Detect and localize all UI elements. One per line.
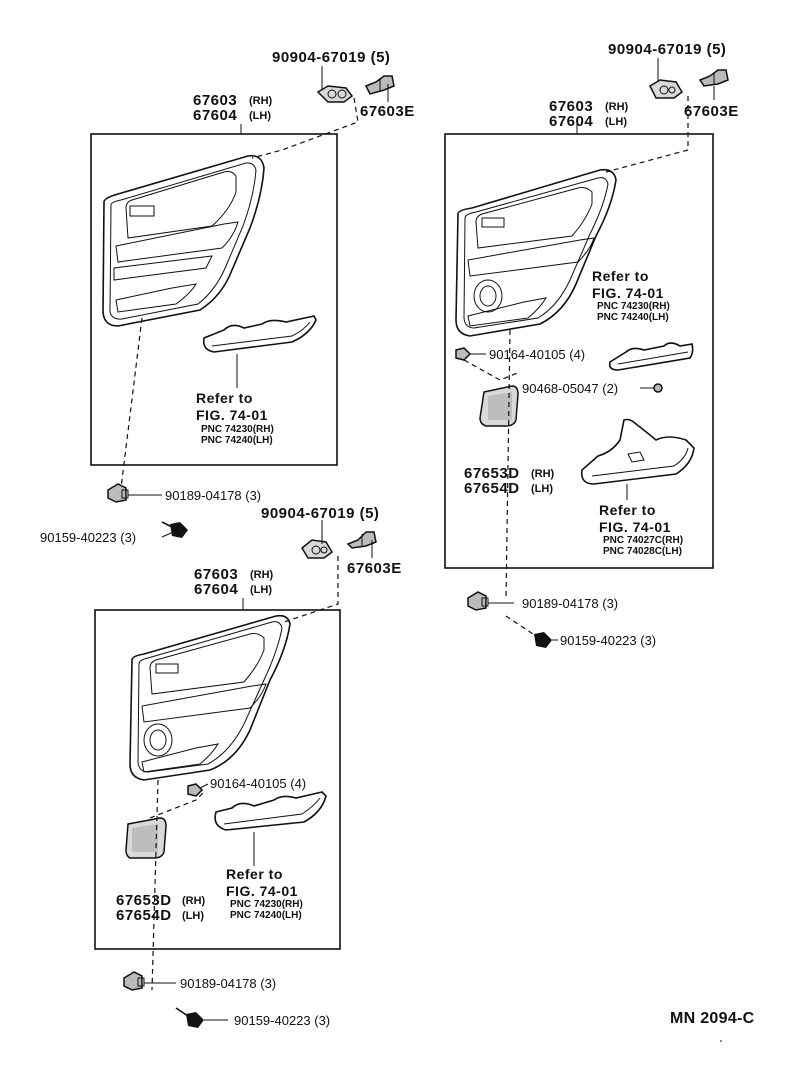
dash-right-4 xyxy=(505,615,537,637)
dash-bottom-left-2 xyxy=(151,779,159,991)
screw-90189-right xyxy=(467,591,489,611)
label-rh-top-left: (RH) xyxy=(249,95,273,107)
label-cover-rh-bottom-left: (RH) xyxy=(182,895,206,907)
dash-bottom-left-1 xyxy=(283,556,339,623)
pin-67603E-right xyxy=(698,69,729,87)
leader-90164-bottom-left xyxy=(199,783,209,789)
label-90189-right: 90189-04178 (3) xyxy=(522,596,619,611)
label-67603E-top-left: 67603E xyxy=(360,103,415,120)
label-cover-lh-right: (LH) xyxy=(531,483,553,495)
leader-90159-top-left xyxy=(161,529,179,538)
label-lh-bottom-left: (LH) xyxy=(250,584,272,596)
label-90164-bottom-left: 90164-40105 (4) xyxy=(210,776,307,791)
group-bottom-left-drawing xyxy=(94,520,377,1028)
label-90904-67019-top-left: 90904-67019 (5) xyxy=(272,49,391,66)
label-67603-right: 67603 xyxy=(549,98,594,115)
armrest-lower-right xyxy=(580,418,695,485)
label-pnc-lh-right-1: PNC 74240(LH) xyxy=(597,312,669,323)
label-fig-right-1: FIG. 74-01 xyxy=(592,285,664,301)
label-90189-bottom-left: 90189-04178 (3) xyxy=(180,976,277,991)
panel-frame-top-left xyxy=(90,133,338,466)
label-fig-bottom-left: FIG. 74-01 xyxy=(226,883,298,899)
screw-90164-bottom-left xyxy=(187,783,204,797)
label-refer-top-left: Refer to xyxy=(196,390,253,406)
label-67604-top-left: 67604 xyxy=(193,107,238,124)
label-67604-bottom-left: 67604 xyxy=(194,581,239,598)
label-67603-top-left: 67603 xyxy=(193,92,238,109)
label-pnc-lh-top-left: PNC 74240(LH) xyxy=(201,435,273,446)
dash-bottom-left-3 xyxy=(149,791,205,819)
clip-90904-right xyxy=(649,79,683,99)
label-refer-bottom-left: Refer to xyxy=(226,866,283,882)
label-67653D-right: 67653D xyxy=(464,465,520,482)
armrest-upper-right xyxy=(608,342,694,371)
label-cover-rh-right: (RH) xyxy=(531,468,555,480)
label-cover-lh-bottom-left: (LH) xyxy=(182,910,204,922)
panel-frame-right xyxy=(444,133,714,569)
label-pnc-rh-bottom-left: PNC 74230(RH) xyxy=(230,899,303,910)
label-67653D-bottom-left: 67653D xyxy=(116,892,172,909)
dash-right-1 xyxy=(605,96,689,173)
group-right-drawing xyxy=(444,58,729,648)
dash-right-2 xyxy=(505,329,511,601)
label-rh-bottom-left: (RH) xyxy=(250,569,274,581)
screw-90189-bottom-left xyxy=(123,971,145,991)
dash-top-left-1 xyxy=(251,97,359,159)
screw-90164-right xyxy=(455,347,472,361)
diagram-code: MN 2094-C xyxy=(670,1010,755,1027)
screw-90159-bottom-left xyxy=(175,1007,204,1028)
screw-90159-top-left xyxy=(161,521,188,538)
pin-67603E-top-left xyxy=(364,75,395,95)
clip-90904-bottom-left xyxy=(301,539,333,559)
screw-90159-right xyxy=(534,632,552,648)
nut-90468-right xyxy=(653,383,663,393)
label-pnc-rh-right-2: PNC 74027C(RH) xyxy=(603,535,684,546)
dash-right-3 xyxy=(463,359,521,381)
door-trim-panel-bottom-left xyxy=(129,614,291,781)
panel-frame-bottom-left xyxy=(94,609,341,950)
cover-67653D-right xyxy=(479,385,519,427)
label-67603E-bottom-left: 67603E xyxy=(347,560,402,577)
label-90164-right: 90164-40105 (4) xyxy=(489,347,586,362)
clip-90904-top-left xyxy=(316,85,354,103)
label-67654D-right: 67654D xyxy=(464,480,520,497)
label-90468-right: 90468-05047 (2) xyxy=(522,381,619,396)
label-90904-67019-right: 90904-67019 (5) xyxy=(608,41,727,58)
armrest-top-left xyxy=(202,315,317,353)
label-67604-right: 67604 xyxy=(549,113,594,130)
label-67603-bottom-left: 67603 xyxy=(194,566,239,583)
label-rh-right: (RH) xyxy=(605,101,629,113)
label-90189-top-left: 90189-04178 (3) xyxy=(165,488,262,503)
armrest-bottom-left xyxy=(214,791,327,831)
label-fig-top-left: FIG. 74-01 xyxy=(196,407,268,423)
label-90159-right: 90159-40223 (3) xyxy=(560,633,657,648)
door-trim-panel-right xyxy=(455,168,617,337)
dash-top-left-2 xyxy=(119,317,143,497)
label-lh-right: (LH) xyxy=(605,116,627,128)
label-90159-bottom-left: 90159-40223 (3) xyxy=(234,1013,331,1028)
group-top-left-drawing xyxy=(90,66,395,538)
label-90159-top-left: 90159-40223 (3) xyxy=(40,530,137,545)
label-lh-top-left: (LH) xyxy=(249,110,271,122)
screw-90189-top-left xyxy=(107,483,129,503)
label-pnc-lh-bottom-left: PNC 74240(LH) xyxy=(230,910,302,921)
label-refer-right-2: Refer to xyxy=(599,502,656,518)
door-trim-panel-top-left xyxy=(102,154,265,327)
label-pnc-rh-right-1: PNC 74230(RH) xyxy=(597,301,670,312)
pin-67603E-bottom-left xyxy=(346,531,377,549)
label-fig-right-2: FIG. 74-01 xyxy=(599,519,671,535)
label-67654D-bottom-left: 67654D xyxy=(116,907,172,924)
label-90904-67019-bottom-left: 90904-67019 (5) xyxy=(261,505,380,522)
label-pnc-lh-right-2: PNC 74028C(LH) xyxy=(603,546,682,557)
label-pnc-rh-top-left: PNC 74230(RH) xyxy=(201,424,274,435)
label-67603E-right: 67603E xyxy=(684,103,739,120)
cover-67653D-bottom-left xyxy=(125,817,167,859)
label-refer-right-1: Refer to xyxy=(592,268,649,284)
